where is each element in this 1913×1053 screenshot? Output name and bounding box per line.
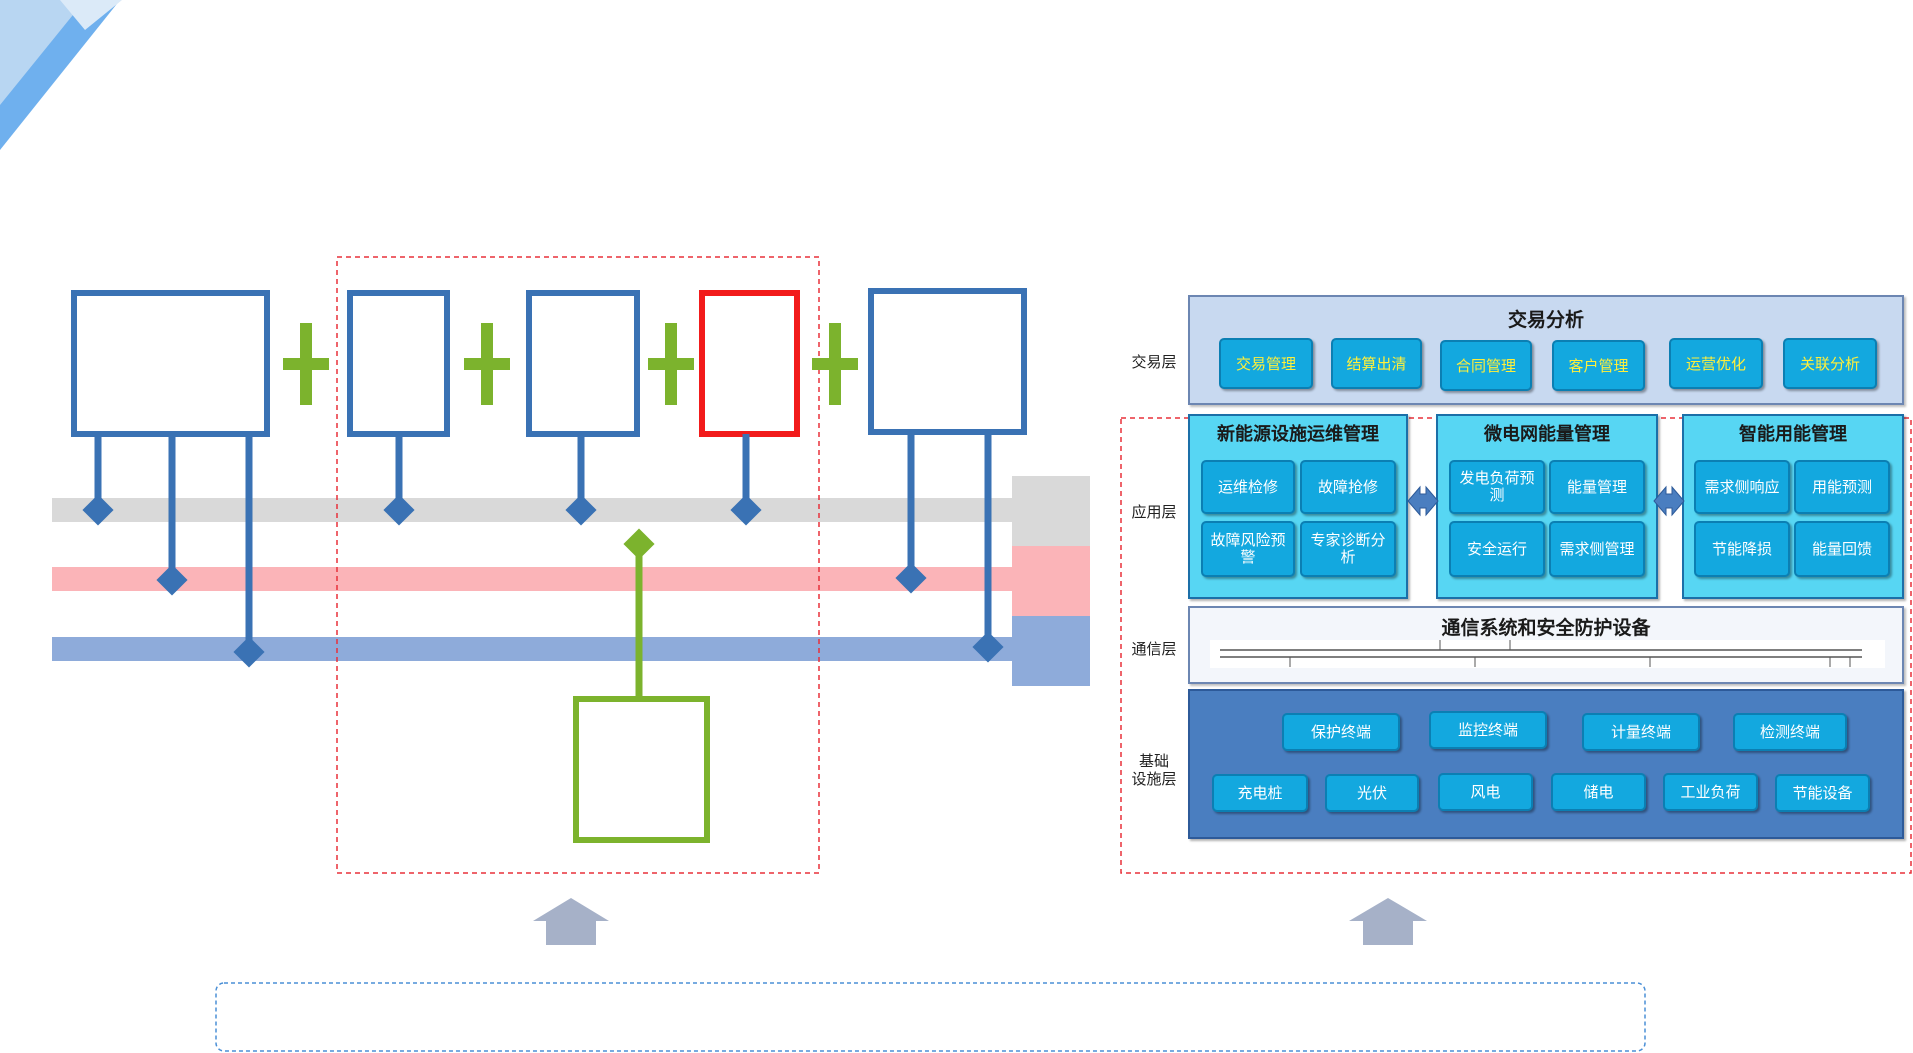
connector-diamond	[383, 494, 415, 526]
infra-device: 充电桩	[1212, 774, 1308, 812]
node-box-3	[526, 290, 640, 437]
app-group-title: 微电网能量管理	[1484, 424, 1610, 445]
app-item: 故障抢修	[1300, 460, 1396, 514]
app-item: 用能预测	[1794, 460, 1890, 514]
up-arrow-right	[1349, 898, 1427, 945]
plus-icon	[648, 323, 694, 405]
app-item: 节能降损	[1694, 521, 1790, 577]
layer-label-infra: 基础 设施层	[1126, 752, 1182, 788]
app-group-title: 智能用能管理	[1739, 424, 1847, 445]
plus-icon	[464, 323, 510, 405]
node-box-1	[71, 290, 270, 437]
trade-item: 运营优化	[1669, 338, 1763, 389]
infra-terminal: 检测终端	[1733, 713, 1847, 751]
bus-line-gray	[52, 498, 1012, 522]
bottom-dashed-box	[215, 982, 1646, 1052]
trade-item: 关联分析	[1783, 338, 1877, 389]
node-box-4-highlight	[699, 290, 800, 437]
corner-decoration	[0, 0, 122, 150]
layer-label-comm: 通信层	[1131, 640, 1177, 658]
app-item: 需求侧管理	[1549, 521, 1645, 577]
infra-device: 储电	[1551, 773, 1646, 811]
node-box-2	[347, 290, 450, 437]
dashed-group-right	[1120, 417, 1912, 874]
app-item: 专家诊断分析	[1300, 521, 1396, 577]
infra-device: 节能设备	[1775, 774, 1870, 812]
infra-terminal: 保护终端	[1282, 713, 1400, 751]
node-box-5	[868, 288, 1027, 435]
app-item: 需求侧响应	[1694, 460, 1790, 514]
infra-terminal: 计量终端	[1582, 713, 1700, 751]
layer-label-infra-line1: 基础	[1138, 752, 1169, 770]
infra-device: 风电	[1438, 773, 1533, 811]
trade-item: 交易管理	[1219, 338, 1313, 389]
trade-item: 合同管理	[1440, 340, 1532, 391]
trade-item: 结算出清	[1331, 338, 1422, 389]
app-item: 运维检修	[1201, 460, 1295, 514]
trade-layer-title: 交易分析	[1507, 309, 1584, 331]
double-arrow-icon	[1407, 485, 1439, 517]
infra-layer	[1188, 689, 1904, 839]
app-item: 故障风险预警	[1201, 521, 1295, 577]
bus-line-pink	[52, 567, 1012, 591]
bus-end-blue	[1012, 616, 1090, 686]
layer-label-trade: 交易层	[1131, 353, 1177, 371]
trade-item: 客户管理	[1552, 340, 1645, 391]
plus-icon	[812, 323, 858, 405]
plus-icon	[283, 323, 329, 405]
connector-diamond-green	[623, 528, 655, 560]
network-bus-icon	[1210, 640, 1885, 668]
comm-layer-title: 通信系统和安全防护设备	[1441, 617, 1651, 639]
double-arrow-icon	[1653, 485, 1685, 517]
bus-line-blue	[52, 637, 1012, 661]
app-item: 能量回馈	[1794, 521, 1890, 577]
infra-device: 工业负荷	[1663, 773, 1758, 811]
infra-terminal: 监控终端	[1429, 711, 1547, 749]
app-item: 安全运行	[1449, 521, 1545, 577]
up-arrow-left	[533, 898, 609, 945]
app-item: 发电负荷预测	[1449, 460, 1545, 514]
bus-end-gray	[1012, 476, 1090, 546]
app-group-title: 新能源设施运维管理	[1217, 424, 1379, 445]
app-item: 能量管理	[1549, 460, 1645, 514]
layer-label-infra-line2: 设施层	[1131, 770, 1177, 788]
layer-label-app: 应用层	[1131, 503, 1177, 521]
bus-end-pink	[1012, 546, 1090, 616]
infra-device: 光伏	[1325, 774, 1419, 812]
node-box-green	[573, 696, 710, 843]
